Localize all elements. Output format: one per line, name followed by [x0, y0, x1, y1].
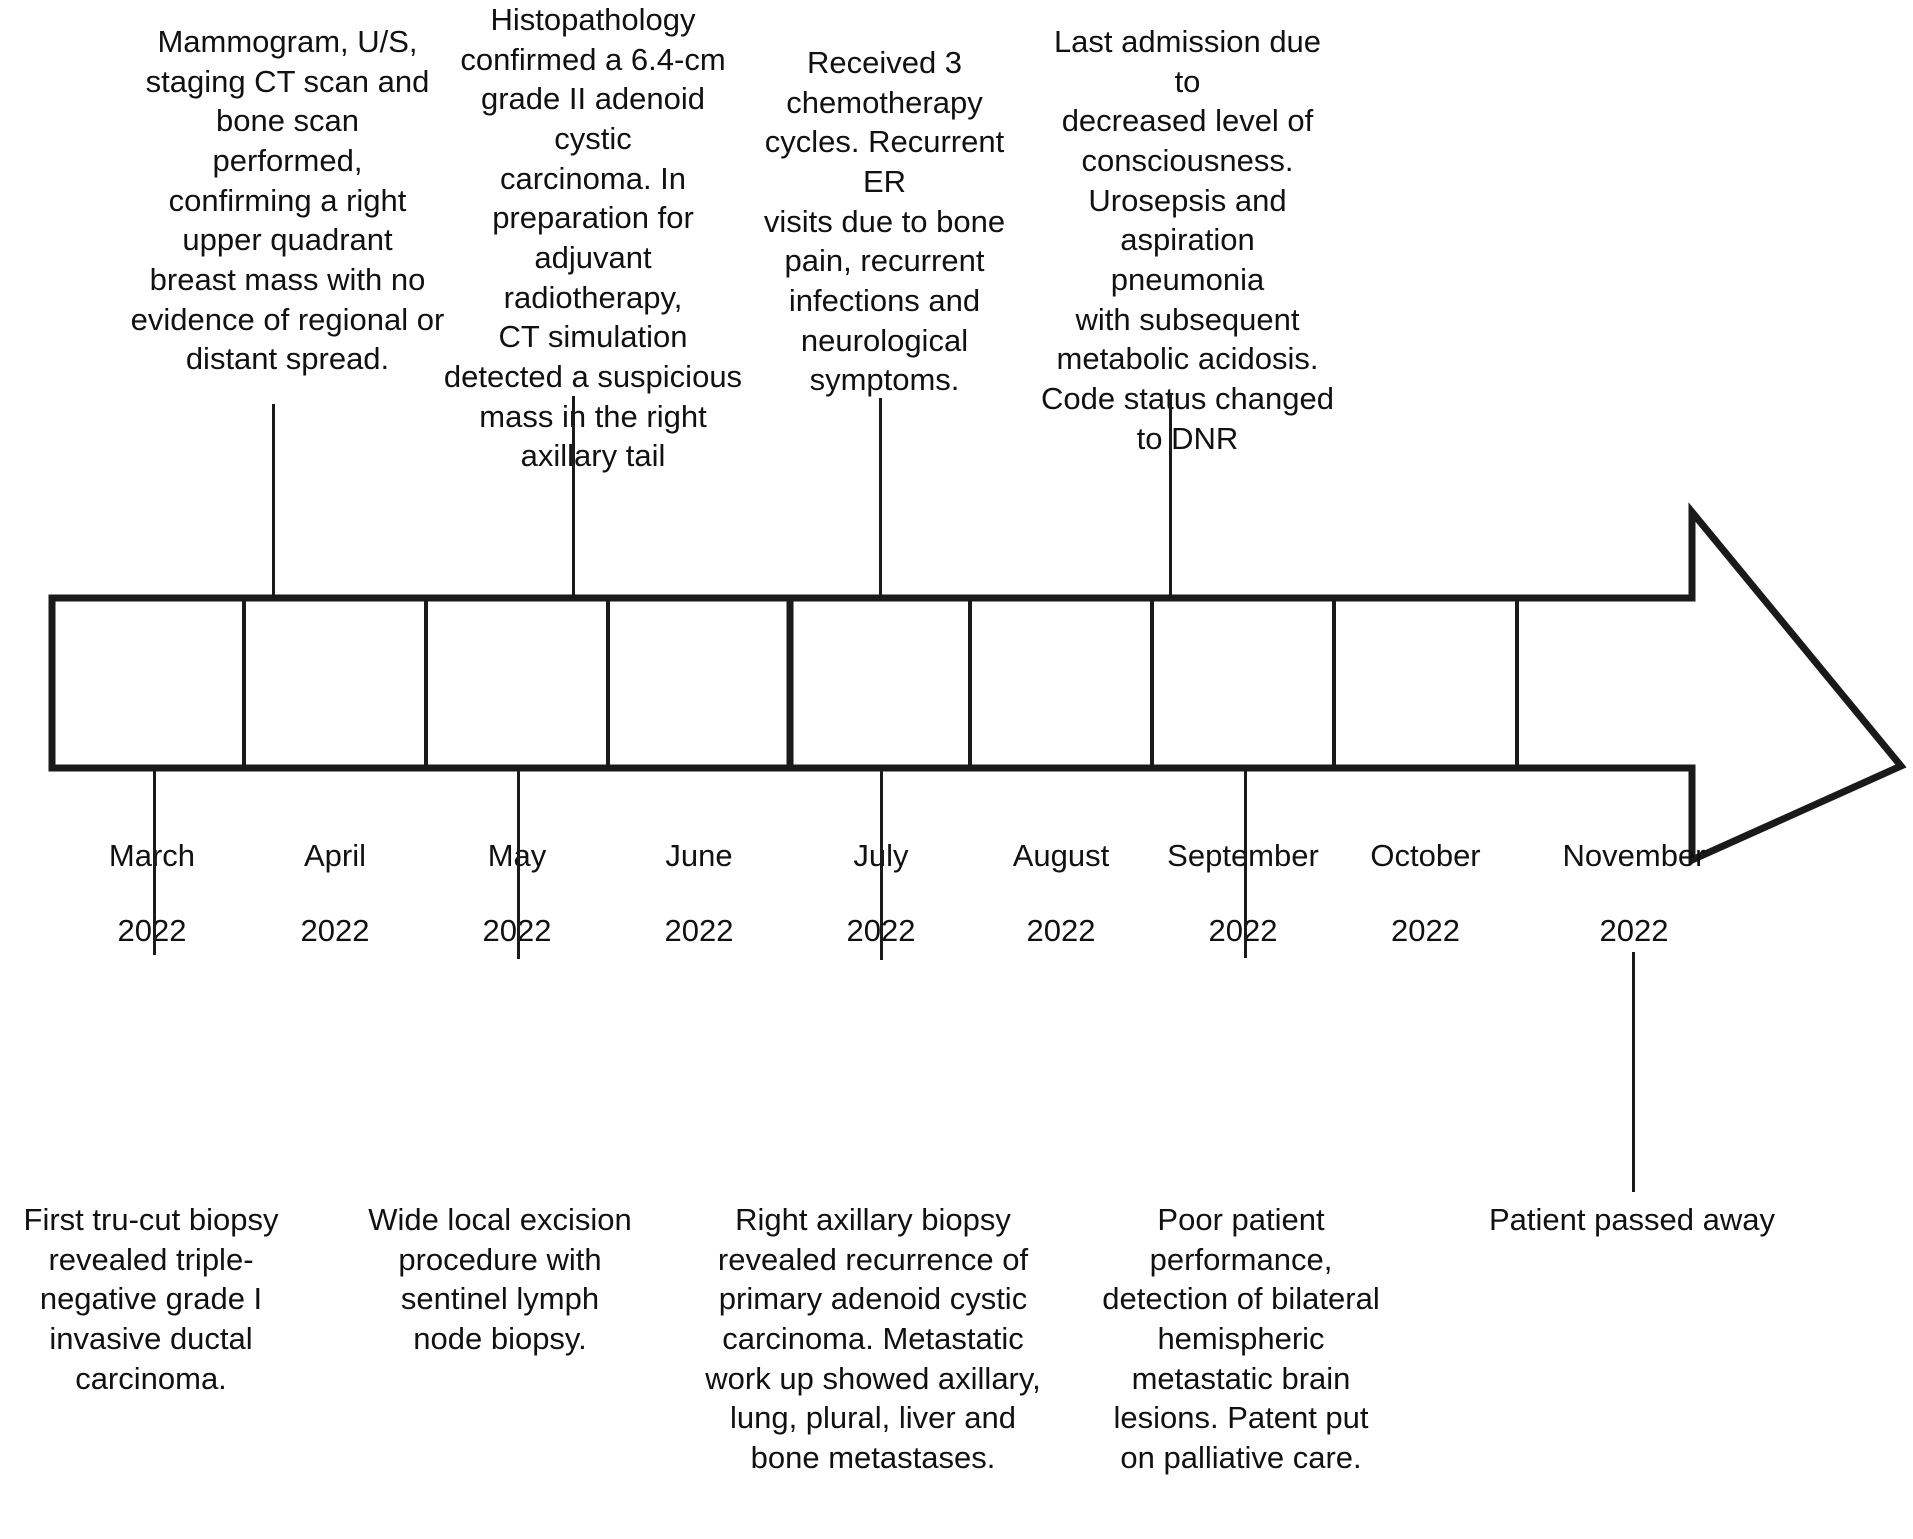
event-note-below-4: Poor patient performance, detection of b… [1102, 1202, 1380, 1476]
timeline-cell-march[interactable]: March 2022 [62, 800, 242, 949]
leader-line-above-3 [879, 398, 882, 596]
event-note-below-1: First tru-cut biopsy revealed triple- ne… [23, 1202, 279, 1396]
month-year: 2022 [117, 912, 187, 948]
leader-line-below-5 [1632, 952, 1635, 1192]
event-note-above-3: Received 3 chemotherapy cycles. Recurren… [763, 45, 1006, 398]
month-year: 2022 [1208, 912, 1278, 948]
month-name: October [1370, 838, 1481, 874]
timeline-cell-november[interactable]: November 2022 [1519, 800, 1749, 949]
month-name: August [1012, 838, 1110, 874]
month-name: November [1562, 838, 1706, 874]
month-year: 2022 [1599, 912, 1669, 948]
month-name: May [487, 838, 547, 874]
month-name: April [303, 838, 366, 874]
timeline-cell-april[interactable]: April 2022 [246, 800, 424, 949]
leader-line-above-1 [272, 404, 275, 596]
timeline-cell-september[interactable]: September 2022 [1154, 800, 1332, 949]
leader-line-below-2 [517, 770, 520, 959]
leader-line-above-4 [1169, 393, 1172, 596]
event-note-below-2: Wide local excision procedure with senti… [368, 1202, 632, 1357]
month-name: September [1167, 838, 1319, 874]
event-note-above-4: Last admission due to decreased level of… [1041, 24, 1334, 456]
leader-line-below-4 [1244, 770, 1247, 958]
month-name: March [108, 838, 196, 874]
timeline-cell-august[interactable]: August 2022 [972, 800, 1150, 949]
month-year: 2022 [300, 912, 370, 948]
event-note-above-2: Histopathology confirmed a 6.4-cm grade … [443, 2, 743, 474]
timeline-cell-october[interactable]: October 2022 [1336, 800, 1515, 949]
month-year: 2022 [1026, 912, 1096, 948]
leader-line-above-2 [572, 396, 575, 596]
timeline-cell-june[interactable]: June 2022 [610, 800, 788, 949]
event-note-below-3: Right axillary biopsy revealed recurrenc… [705, 1202, 1041, 1476]
month-name: June [665, 838, 733, 874]
event-note-below-5: Patient passed away [1488, 1202, 1776, 1237]
leader-line-below-1 [153, 770, 156, 955]
leader-line-below-3 [880, 770, 883, 960]
month-year: 2022 [664, 912, 734, 948]
event-note-above-1: Mammogram, U/S, staging CT scan and bone… [130, 24, 445, 377]
month-year: 2022 [1391, 912, 1460, 948]
